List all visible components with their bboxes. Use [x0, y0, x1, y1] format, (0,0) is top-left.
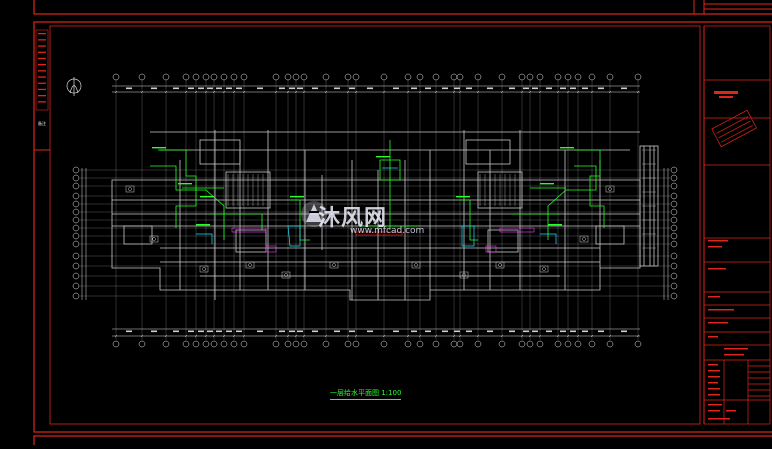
north-arrow-icon	[66, 77, 82, 96]
title-block	[703, 25, 771, 425]
axis-grid-horizontal	[80, 169, 670, 297]
axis-grid-vertical	[115, 80, 639, 340]
dimension-lines	[81, 85, 669, 337]
stair-hatch	[227, 149, 656, 249]
plumbing-fixtures	[125, 185, 615, 279]
svg-text:备注: 备注	[38, 120, 46, 126]
building-walls	[111, 130, 659, 301]
pipe-annotations	[152, 147, 574, 226]
watermark-logo-icon	[301, 201, 327, 227]
plan-title: 一层给水平面图 1:100	[330, 388, 402, 400]
equipment-symbols	[231, 227, 535, 253]
watermark-url: www.mfcad.com	[350, 226, 425, 236]
axis-bubbles	[72, 73, 678, 348]
company-logo	[711, 109, 757, 148]
water-supply-pipes	[150, 140, 605, 241]
adjacent-sheet-top	[33, 0, 772, 15]
cyan-fixture-connections	[196, 167, 557, 247]
left-stamp-column: 备注	[35, 29, 49, 126]
watermark-brand: 沐风网	[318, 206, 388, 231]
